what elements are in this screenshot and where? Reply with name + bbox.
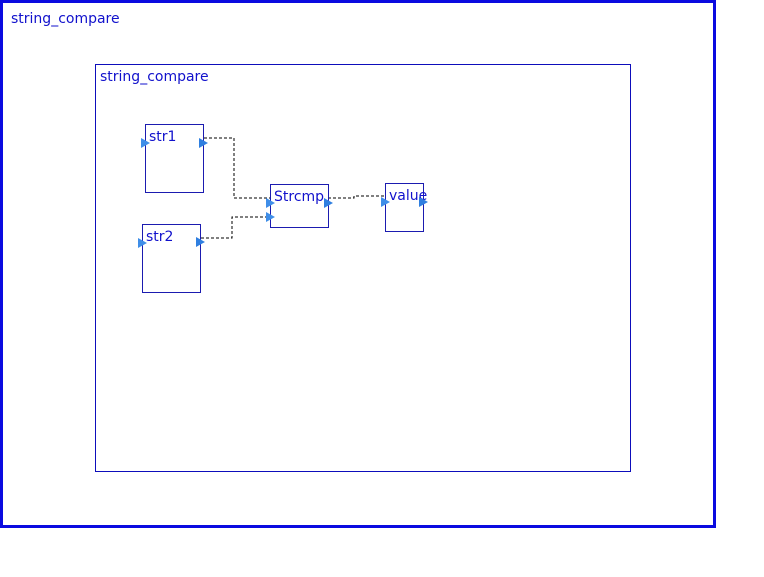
- inner-diagram-frame: string_compare: [95, 64, 631, 472]
- block-value-output-port[interactable]: [419, 197, 428, 207]
- block-value[interactable]: value: [385, 183, 428, 232]
- outer-diagram-frame: string_compare: [0, 0, 716, 528]
- block-str2[interactable]: str2: [142, 224, 201, 293]
- block-str1-output-port[interactable]: [199, 138, 208, 148]
- block-str1[interactable]: str1: [145, 124, 204, 193]
- block-str1-label: str1: [149, 129, 177, 145]
- block-strcmp-label: Strcmp: [274, 189, 325, 205]
- block-str2-input-port[interactable]: [138, 238, 147, 248]
- block-strcmp-input-port-1[interactable]: [266, 198, 275, 208]
- inner-diagram-title: string_compare: [100, 69, 209, 85]
- block-value-label: value: [389, 188, 428, 204]
- block-str2-output-port[interactable]: [196, 237, 205, 247]
- block-str2-label: str2: [146, 229, 174, 245]
- block-strcmp-output-port[interactable]: [324, 198, 333, 208]
- block-strcmp-input-port-2[interactable]: [266, 212, 275, 222]
- block-str1-input-port[interactable]: [141, 138, 150, 148]
- outer-diagram-title: string_compare: [11, 11, 120, 27]
- block-strcmp[interactable]: Strcmp: [270, 184, 329, 228]
- block-value-input-port[interactable]: [381, 197, 390, 207]
